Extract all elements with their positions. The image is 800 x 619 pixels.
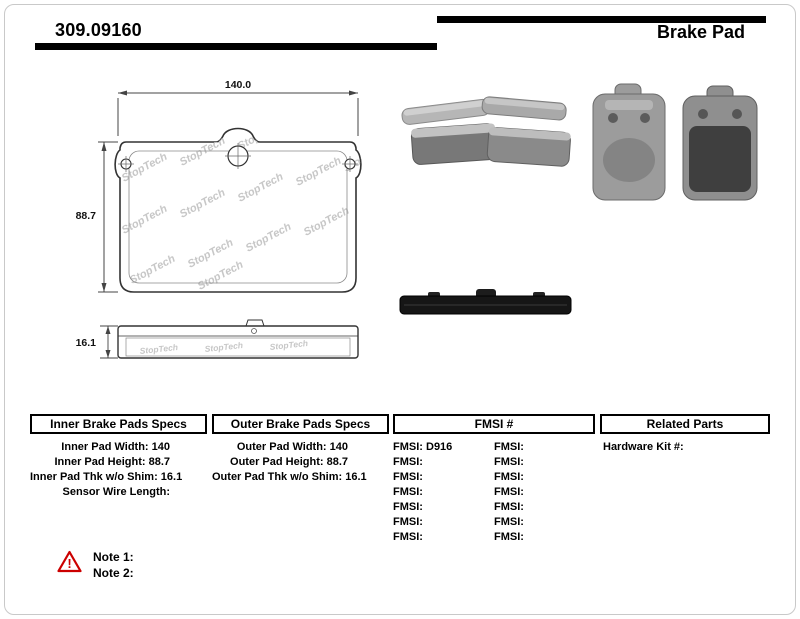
- arrow-down-icon: [105, 350, 111, 358]
- technical-drawing: 140.0 88.7 StopTech StopTech StopTech St…: [76, 79, 362, 359]
- watermark-text: StopTech: [269, 338, 308, 352]
- fmsi-entry: FMSI:: [494, 531, 524, 543]
- watermark-text: StopTech: [204, 340, 243, 354]
- pad-photo-front-right: [486, 127, 571, 167]
- fmsi-entry: FMSI: D916: [393, 441, 453, 453]
- arrow-up-icon: [105, 326, 111, 334]
- fmsi-entry: FMSI:: [494, 441, 524, 453]
- warning-icon: !: [57, 550, 82, 573]
- outer-pad-height: Outer Pad Height: 88.7: [230, 456, 348, 468]
- pad-outline: [114, 127, 362, 293]
- fmsi-list-left: FMSI: D916 FMSI: FMSI: FMSI: FMSI: FMSI:…: [393, 440, 488, 545]
- arrow-up-icon: [101, 142, 107, 151]
- width-dimension-label: 140.0: [225, 79, 251, 91]
- fmsi-entry: FMSI:: [494, 486, 524, 498]
- pad-holes: [118, 143, 358, 172]
- pad-photo-back-left: [401, 98, 491, 125]
- product-photo-pad-set: [401, 96, 571, 167]
- thickness-dimension-label: 16.1: [76, 337, 97, 349]
- photo-pad-left: [592, 83, 666, 201]
- outer-specs-list: Outer Pad Width: 140 Outer Pad Height: 8…: [212, 440, 367, 485]
- product-photo-pads-pair: [592, 83, 758, 201]
- inner-pad-height: Inner Pad Height: 88.7: [54, 456, 170, 468]
- fmsi-entry: FMSI:: [393, 531, 423, 543]
- col-header-outer-specs: Outer Brake Pads Specs: [212, 414, 389, 434]
- fmsi-entry: FMSI:: [494, 456, 524, 468]
- header-rule-right: [437, 16, 766, 23]
- watermark-text: StopTech: [294, 105, 344, 139]
- related-parts-list: Hardware Kit #:: [603, 440, 768, 455]
- height-dimension-label: 88.7: [76, 210, 97, 222]
- warning-exclamation: !: [67, 556, 71, 571]
- arrow-right-icon: [349, 90, 358, 96]
- header-rule-left: [35, 43, 437, 50]
- fmsi-list-right: FMSI: FMSI: FMSI: FMSI: FMSI: FMSI: FMSI…: [494, 440, 589, 545]
- photo-pad-right: [682, 85, 758, 201]
- inner-pad-width: Inner Pad Width: 140: [61, 441, 170, 453]
- page-title: Brake Pad: [656, 22, 745, 42]
- width-dimension-lines: [117, 92, 359, 136]
- arrow-left-icon: [118, 90, 127, 96]
- fmsi-entry: FMSI:: [494, 471, 524, 483]
- fmsi-entry: FMSI:: [494, 501, 524, 513]
- fmsi-entry: FMSI:: [393, 501, 423, 513]
- fmsi-entry: FMSI:: [494, 516, 524, 528]
- watermark-text: StopTech: [139, 342, 178, 356]
- col-header-inner-specs: Inner Brake Pads Specs: [30, 414, 207, 434]
- part-number: 309.09160: [55, 20, 142, 40]
- pad-photo-back-right: [481, 96, 567, 121]
- note-1-label: Note 1:: [93, 550, 134, 564]
- note-2-label: Note 2:: [93, 566, 134, 580]
- fmsi-entry: FMSI:: [393, 516, 423, 528]
- outer-pad-thickness: Outer Pad Thk w/o Shim: 16.1: [212, 471, 367, 483]
- fmsi-entry: FMSI:: [393, 456, 423, 468]
- pad-side-view: StopTech StopTech StopTech: [117, 319, 359, 359]
- inner-specs-list: Inner Pad Width: 140 Inner Pad Height: 8…: [30, 440, 183, 500]
- outer-pad-width: Outer Pad Width: 140: [236, 441, 348, 453]
- inner-pad-thickness: Inner Pad Thk w/o Shim: 16.1: [30, 471, 183, 483]
- height-dimension-lines: [98, 141, 118, 293]
- col-header-fmsi: FMSI #: [393, 414, 595, 434]
- pad-photo-front-left: [410, 123, 498, 165]
- fmsi-entry: FMSI:: [393, 471, 423, 483]
- sensor-wire-length: Sensor Wire Length:: [62, 486, 170, 498]
- col-header-related-parts: Related Parts: [600, 414, 770, 434]
- arrow-down-icon: [101, 283, 107, 292]
- fmsi-entry: FMSI:: [393, 486, 423, 498]
- product-photo-pad-edge: [399, 289, 572, 315]
- hardware-kit: Hardware Kit #:: [603, 441, 684, 453]
